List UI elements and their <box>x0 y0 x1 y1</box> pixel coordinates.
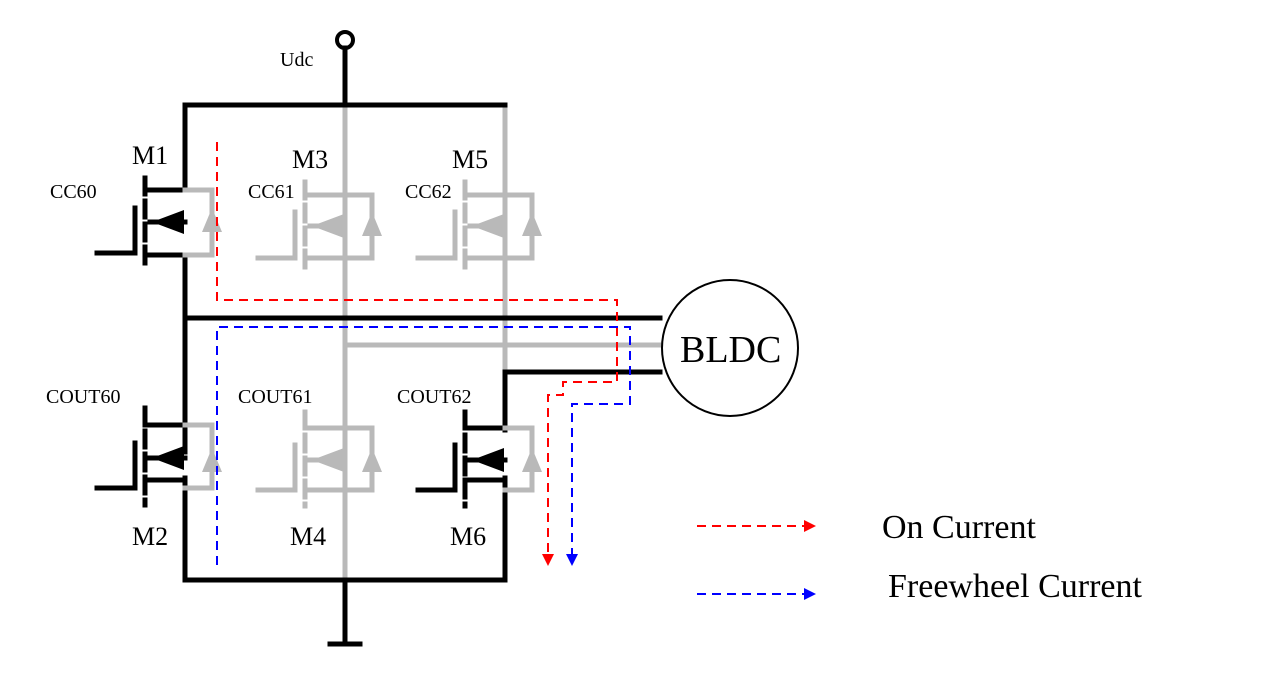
active-wiring <box>182 30 663 647</box>
label-m4: M4 <box>290 522 326 551</box>
label-m2: M2 <box>132 522 168 551</box>
freewheel-current-path <box>216 326 631 566</box>
label-cout62: COUT62 <box>397 386 471 408</box>
label-cout60: COUT60 <box>46 386 120 408</box>
label-m6: M6 <box>450 522 486 551</box>
transistor-m2 <box>94 405 222 508</box>
transistor-m1 <box>94 175 222 273</box>
transistor-m4 <box>255 409 382 509</box>
transistor-m6 <box>415 409 542 509</box>
bldc-motor <box>661 279 799 417</box>
motor-label: BLDC <box>680 329 781 371</box>
supply-label: Udc <box>280 49 313 71</box>
transistor-m5 <box>415 179 542 277</box>
label-m5: M5 <box>452 145 488 174</box>
legend-freewheel-label: Freewheel Current <box>888 568 1143 605</box>
transistor-m3 <box>255 179 382 277</box>
label-m1: M1 <box>132 141 168 170</box>
on-current-path <box>216 142 618 566</box>
label-cout61: COUT61 <box>238 386 312 408</box>
legend-on-current-label: On Current <box>882 509 1036 546</box>
label-cc61: CC61 <box>248 181 295 203</box>
component-labels: Udc M1 M3 M5 CC60 CC61 CC62 BLDC COUT60 … <box>46 49 781 551</box>
label-cc62: CC62 <box>405 181 452 203</box>
legend: On Current Freewheel Current <box>697 509 1143 605</box>
label-m3: M3 <box>292 145 328 174</box>
label-cc60: CC60 <box>50 181 97 203</box>
